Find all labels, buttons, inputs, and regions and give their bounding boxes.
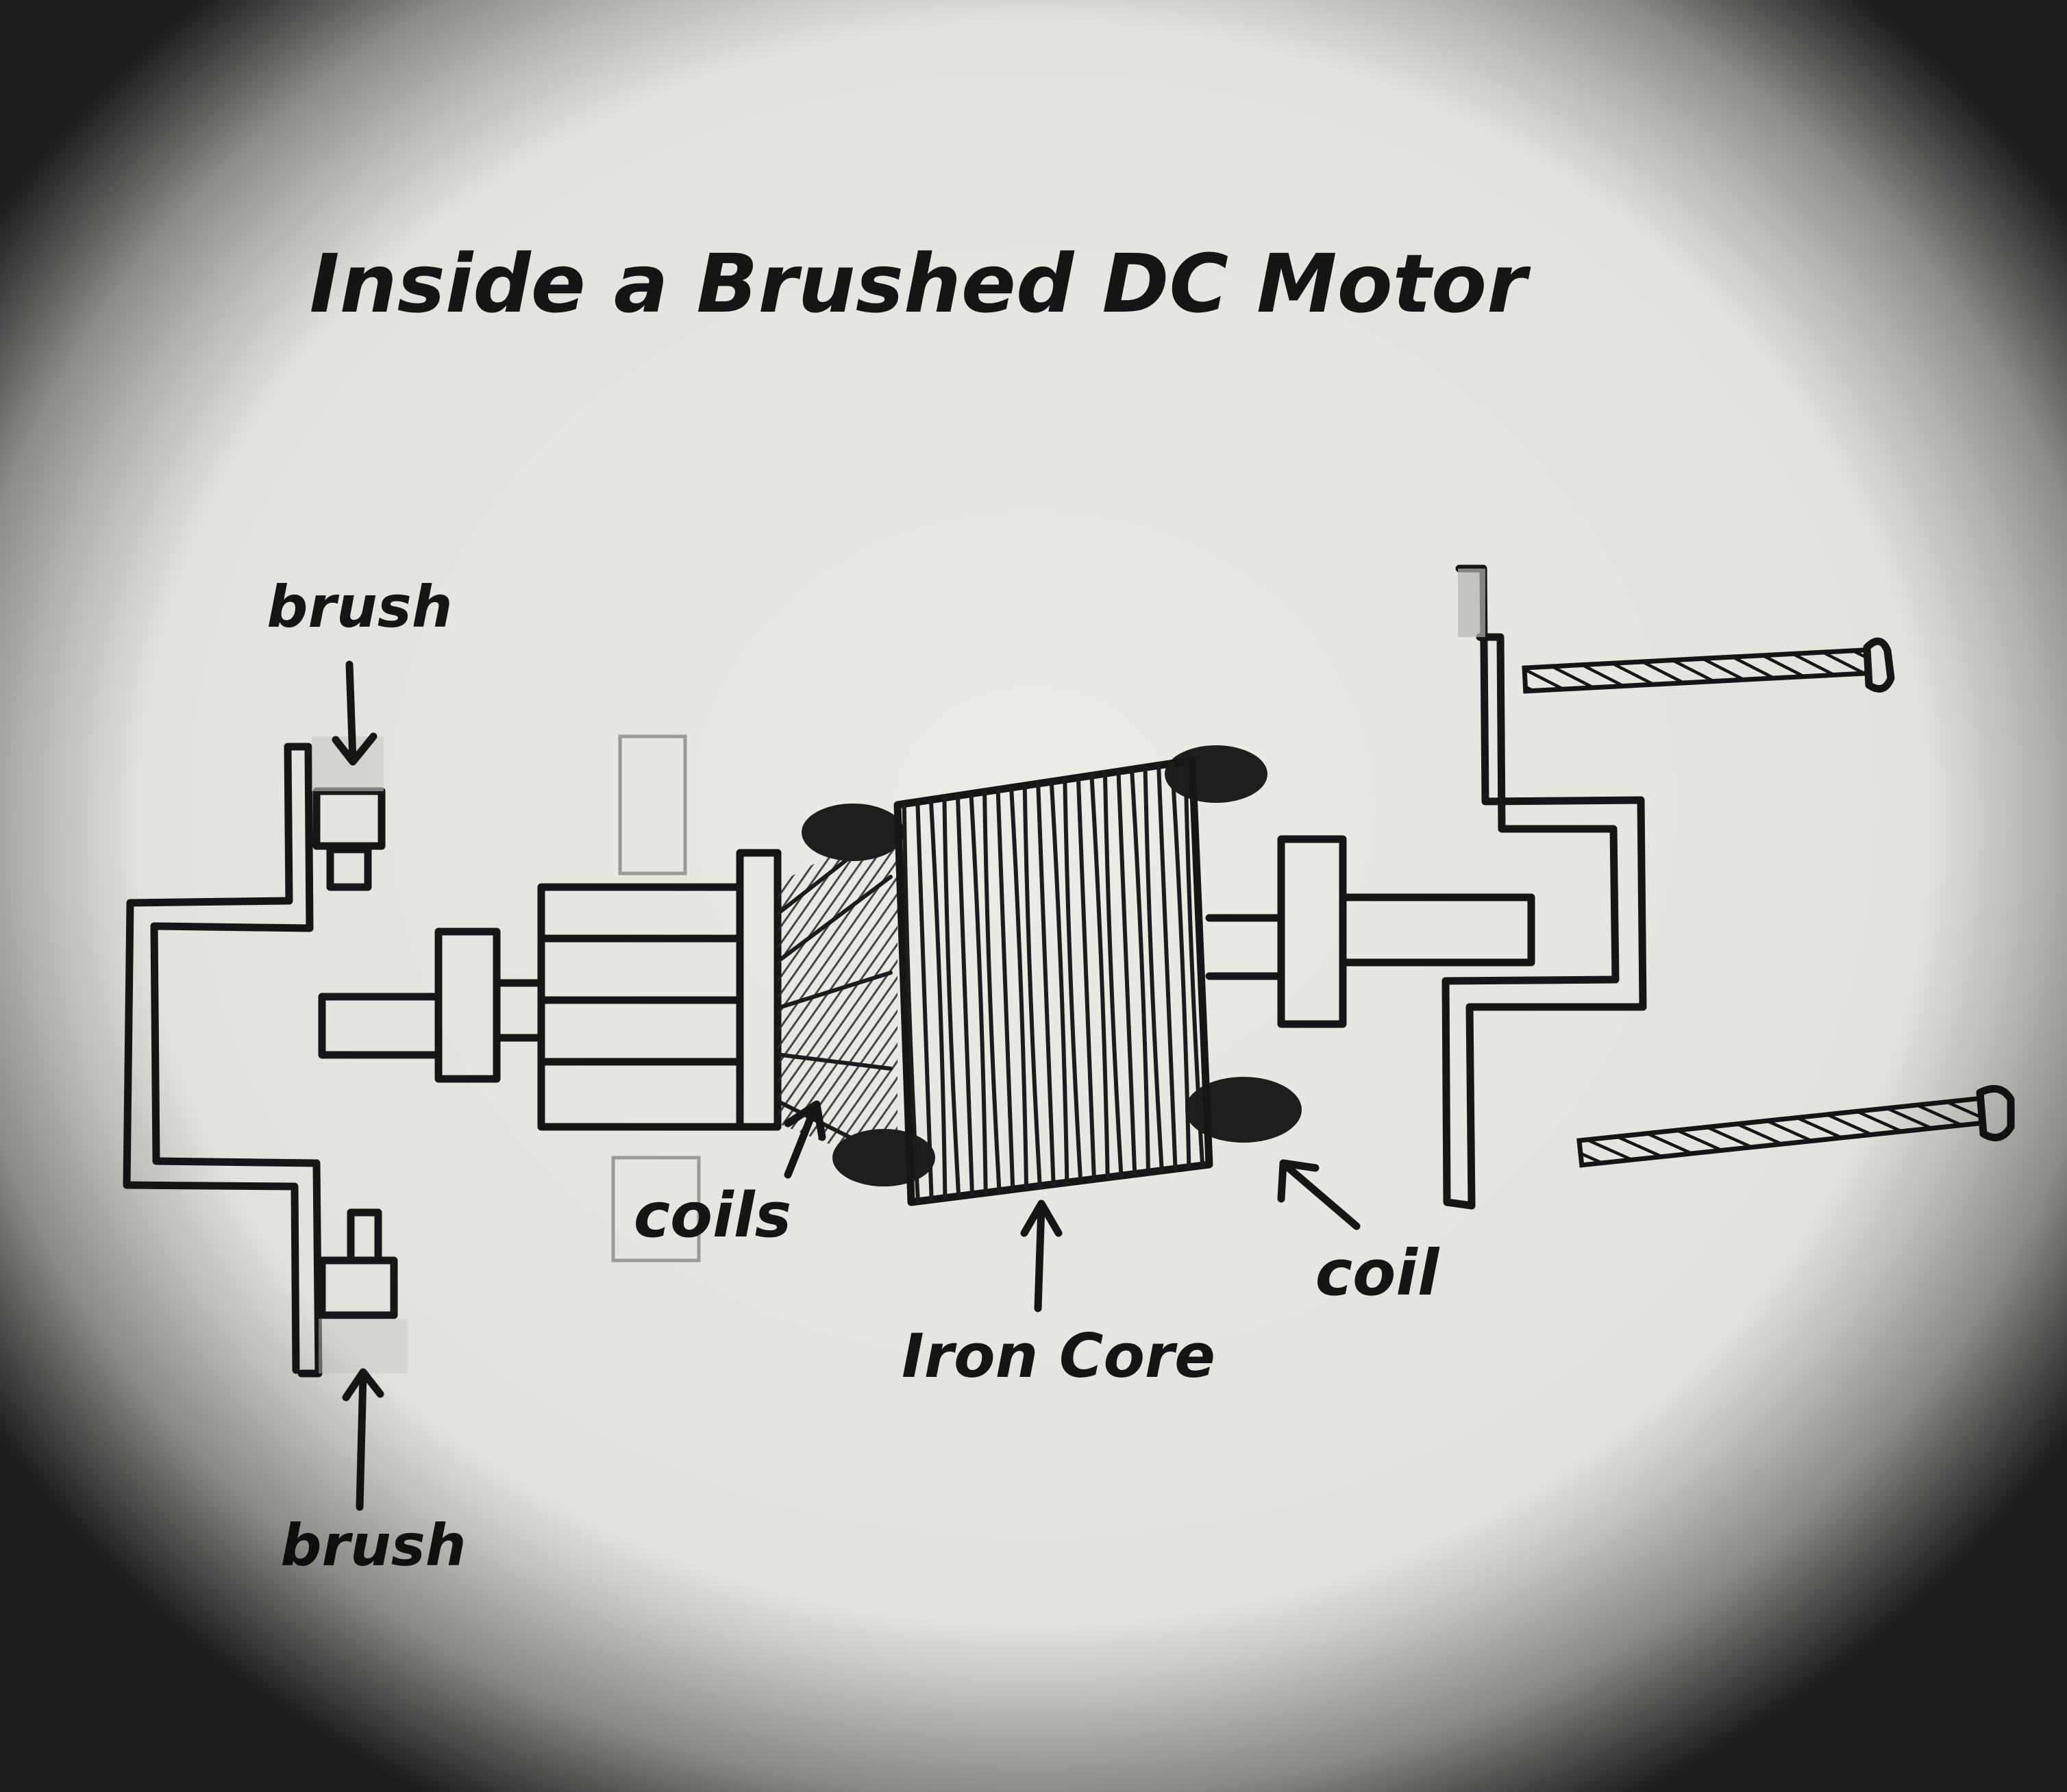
label-iron-core: Iron Core [902,1321,1215,1391]
label-coils: coils [634,1180,791,1252]
coil-lobe [1165,745,1267,803]
coil-lobe [832,1129,935,1186]
label-coil: coil [1315,1236,1440,1310]
label-brush-bottom: brush [280,1512,466,1579]
label-brush-top: brush [267,573,452,640]
coil-lobe [802,804,904,861]
diagram-title: Inside a Brushed DC Motor [310,236,1531,331]
